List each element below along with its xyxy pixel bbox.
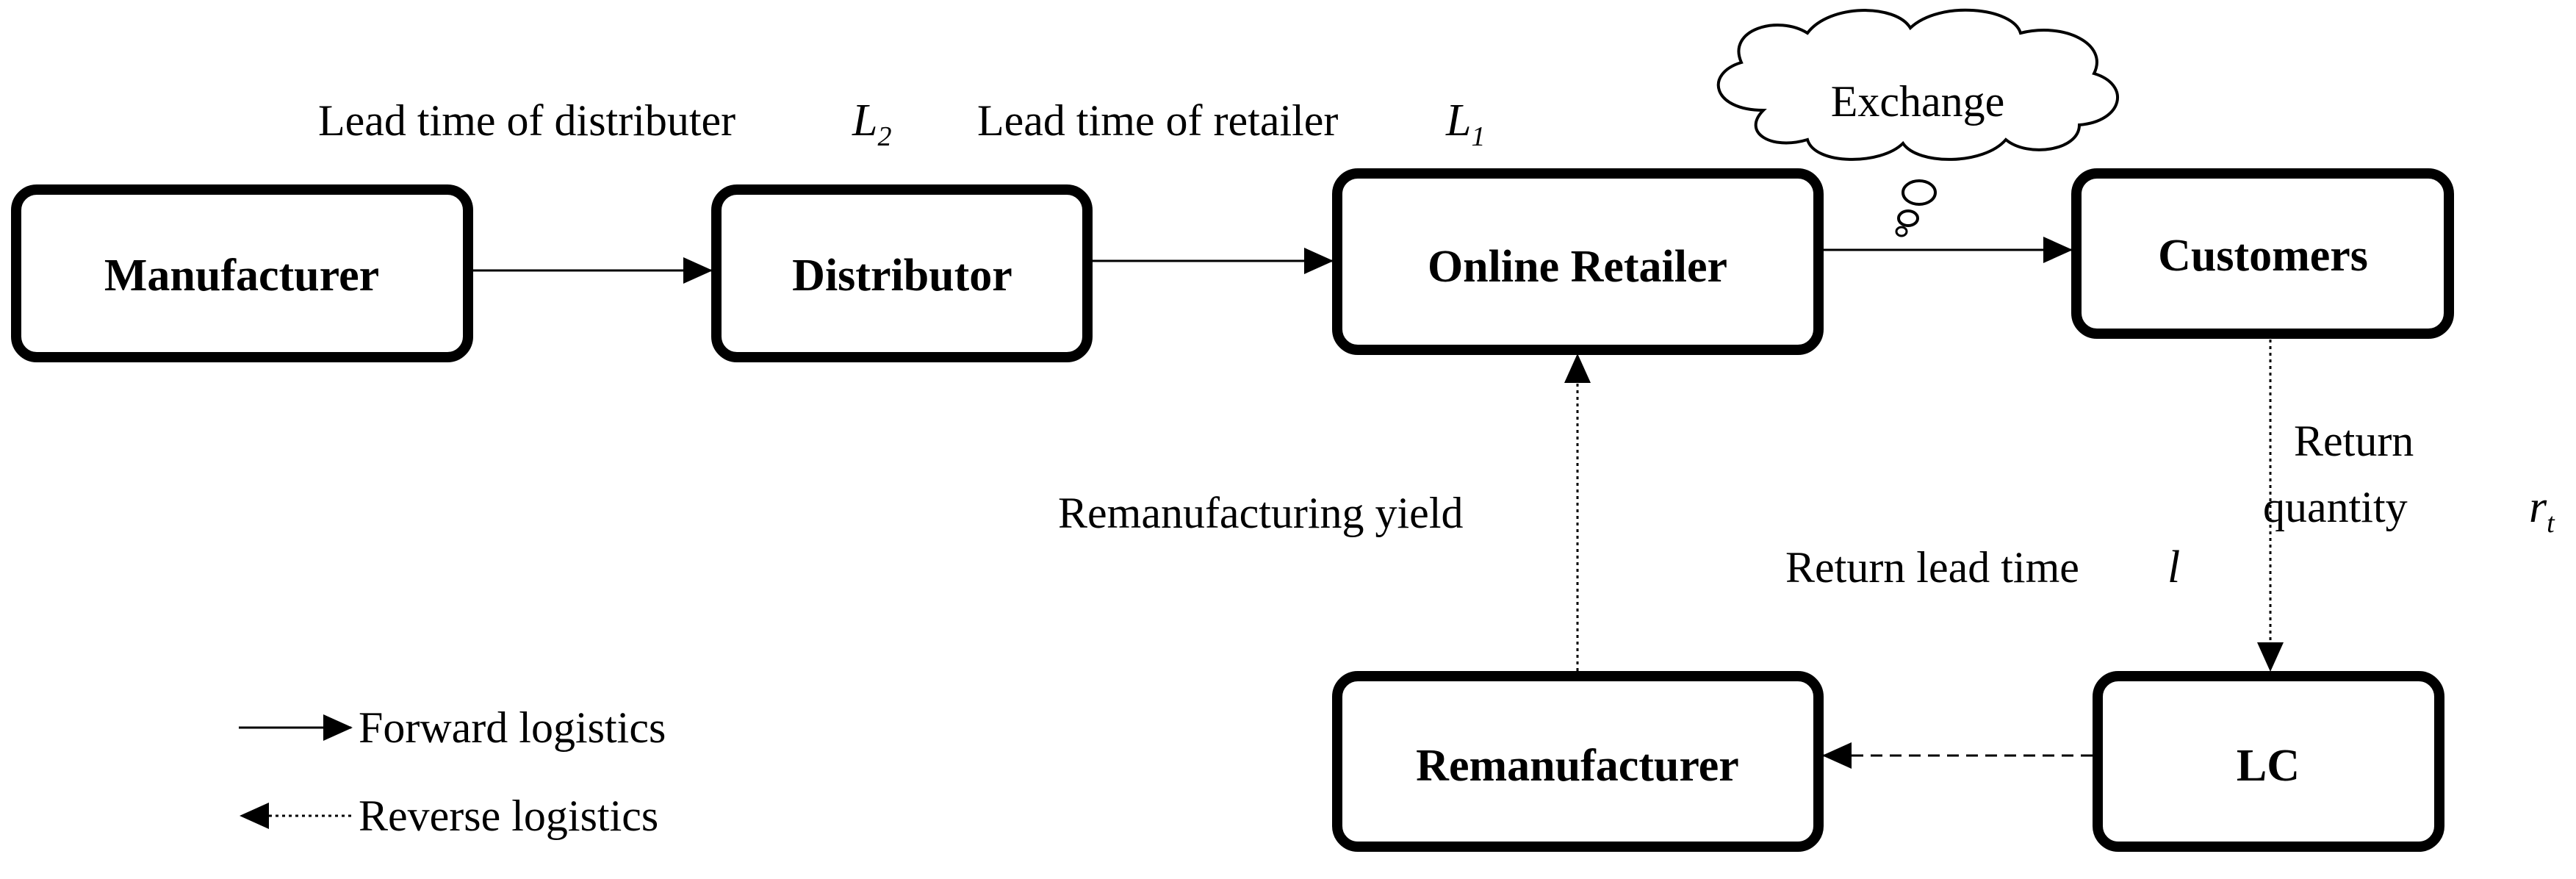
exchange-label: Exchange	[1831, 77, 2005, 126]
legend: Forward logistics Reverse logistics	[239, 703, 666, 840]
lc-node: LC	[2093, 671, 2444, 852]
return-lead-time-symbol: l	[2167, 542, 2180, 592]
remanufacturer-label: Remanufacturer	[1416, 741, 1739, 791]
online-retailer-label: Online Retailer	[1428, 242, 1727, 292]
remanufacturer-node: Remanufacturer	[1332, 671, 1824, 852]
lead-time-distributer-label: Lead time of distributer	[318, 96, 735, 145]
online-retailer-node: Online Retailer	[1332, 168, 1824, 355]
manufacturer-label: Manufacturer	[104, 251, 379, 301]
legend-forward-label: Forward logistics	[359, 703, 666, 752]
distributor-node: Distributor	[711, 184, 1093, 362]
return-lead-time-label: Return lead time	[1785, 543, 2079, 592]
return-quantity-line1: Return	[2294, 417, 2414, 465]
customers-label: Customers	[2158, 231, 2368, 281]
customers-node: Customers	[2071, 168, 2454, 339]
distributor-label: Distributor	[792, 251, 1012, 301]
return-quantity-symbol: rt	[2529, 482, 2555, 539]
lead-time-retailer-label: Lead time of retailer	[977, 96, 1338, 145]
lead-time-retailer-symbol: L1	[1445, 96, 1485, 152]
exchange-thought-cloud: Exchange	[1716, 8, 2119, 237]
legend-reverse-label: Reverse logistics	[359, 792, 658, 840]
manufacturer-node: Manufacturer	[11, 184, 473, 362]
lead-time-distributer-symbol: L2	[852, 96, 891, 152]
remanufacturing-yield-label: Remanufacturing yield	[1058, 489, 1463, 537]
return-quantity-line2: quantity	[2263, 483, 2408, 531]
lc-label: LC	[2237, 741, 2300, 791]
